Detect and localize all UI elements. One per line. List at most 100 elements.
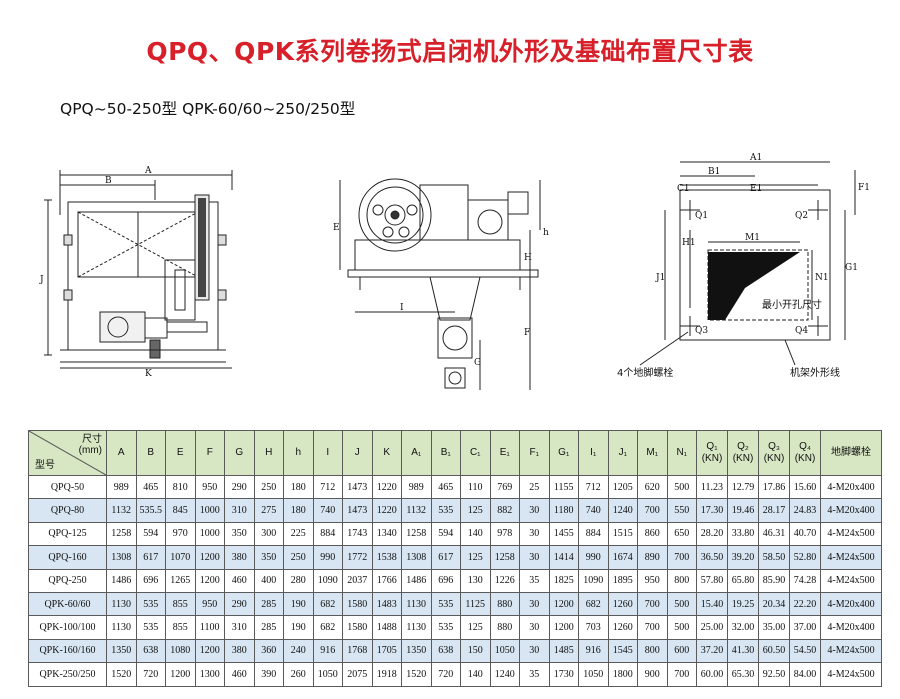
value-cell: 4-M20x400 [820,615,882,640]
value-cell: 769 [489,474,520,500]
value-cell: 535 [135,591,166,617]
value-cell: 638 [430,638,461,664]
column-header: Q₂ (KN) [727,430,759,476]
value-cell: 1520 [401,662,432,687]
bolt-label-q2: Q2 [795,211,808,221]
dim-label-j1: J1 [655,273,665,283]
value-cell: 696 [135,568,166,593]
value-cell: 1545 [607,638,638,664]
value-cell: 700 [666,545,697,570]
value-cell: 1258 [489,545,520,570]
value-cell: 855 [165,615,196,640]
value-cell: 30 [519,498,550,523]
value-cell: 140 [460,521,491,547]
value-cell: 535 [430,615,461,640]
value-cell: 1125 [460,591,491,617]
dim-label-m1: M1 [745,233,760,243]
value-cell: 1155 [548,474,579,500]
column-header: A₁ [401,430,432,476]
value-cell: 65.80 [727,568,759,593]
value-cell: 1070 [165,545,196,570]
value-cell: 916 [578,638,609,664]
value-cell: 37.00 [789,615,821,640]
value-cell: 240 [283,638,314,664]
column-header: G₁ [548,430,579,476]
value-cell: 465 [430,474,461,500]
column-header: h [283,430,314,476]
value-cell: 1515 [607,521,638,547]
value-cell: 1483 [371,591,402,617]
dim-label-b: B [105,176,112,186]
min-opening-note: 最小开孔尺寸 [762,298,822,311]
value-cell: 4-M24x500 [820,521,882,547]
value-cell: 350 [224,521,255,547]
value-cell: 11.23 [696,474,728,500]
model-cell: QPQ-50 [28,474,107,500]
value-cell: 285 [253,615,284,640]
value-cell: 39.20 [727,545,759,570]
value-cell: 1455 [548,521,579,547]
value-cell: 33.80 [727,521,759,547]
value-cell: 30 [519,591,550,617]
value-cell: 1260 [607,615,638,640]
value-cell: 310 [224,498,255,523]
model-cell: QPK-60/60 [28,591,107,617]
column-header: J₁ [607,430,638,476]
value-cell: 4-M24x500 [820,662,882,687]
value-cell: 1205 [607,474,638,500]
column-header: E₁ [489,430,520,476]
value-cell: 1260 [607,591,638,617]
value-cell: 310 [224,615,255,640]
value-cell: 290 [224,591,255,617]
value-cell: 180 [283,498,314,523]
value-cell: 1226 [489,568,520,593]
value-cell: 74.28 [789,568,821,593]
value-cell: 1130 [106,591,137,617]
value-cell: 700 [637,591,668,617]
value-cell: 550 [666,498,697,523]
value-cell: 682 [312,615,343,640]
value-cell: 1130 [106,615,137,640]
value-cell: 1200 [165,662,196,687]
value-cell: 1768 [342,638,373,664]
value-cell: 740 [578,498,609,523]
model-cell: QPQ-125 [28,521,107,547]
value-cell: 1730 [548,662,579,687]
value-cell: 1918 [371,662,402,687]
value-cell: 390 [253,662,284,687]
corner-model-label: 型号 [35,460,55,471]
value-cell: 989 [401,474,432,500]
value-cell: 290 [224,474,255,500]
value-cell: 17.86 [758,474,790,500]
column-header: C₁ [460,430,491,476]
value-cell: 4-M24x500 [820,638,882,664]
value-cell: 1488 [371,615,402,640]
value-cell: 4-M20x400 [820,591,882,617]
value-cell: 1100 [194,615,225,640]
dim-label-j: J [39,275,44,285]
value-cell: 1240 [489,662,520,687]
value-cell: 1486 [106,568,137,593]
value-cell: 35 [519,662,550,687]
value-cell: 360 [253,638,284,664]
value-cell: 535 [135,615,166,640]
value-cell: 140 [460,662,491,687]
value-cell: 1090 [312,568,343,593]
value-cell: 275 [253,498,284,523]
value-cell: 700 [666,662,697,687]
dim-label-a: A [144,166,152,176]
column-header: Q₁ (KN) [696,430,728,476]
value-cell: 1200 [548,591,579,617]
value-cell: 950 [194,474,225,500]
dim-label-e: E [333,223,340,233]
value-cell: 1705 [371,638,402,664]
column-header: A [106,430,137,476]
dim-label-h1: H1 [682,238,696,248]
value-cell: 620 [637,474,668,500]
value-cell: 950 [637,568,668,593]
